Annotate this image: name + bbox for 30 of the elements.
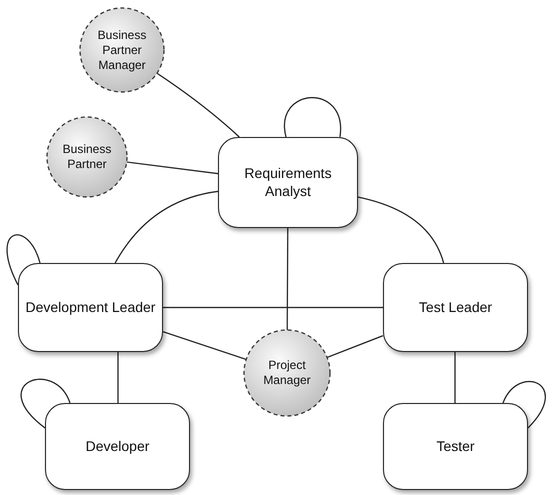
connector-line bbox=[162, 331, 246, 360]
role-label: Developer bbox=[84, 438, 150, 456]
role-label: Business Partner bbox=[62, 142, 112, 172]
connector-line bbox=[502, 381, 546, 428]
connector-line bbox=[358, 196, 444, 264]
role-box bbox=[18, 263, 163, 352]
connector-line bbox=[163, 306, 383, 308]
role-label: Development Leader bbox=[24, 298, 156, 316]
role-label: Project Manager bbox=[262, 358, 312, 388]
connector-line bbox=[326, 335, 384, 358]
role-box bbox=[383, 403, 528, 490]
role-circle bbox=[80, 8, 164, 92]
connector-line bbox=[284, 97, 341, 138]
role-box bbox=[383, 263, 528, 352]
connector-line bbox=[114, 190, 218, 264]
connector-line bbox=[117, 352, 119, 403]
connector-line bbox=[286, 228, 288, 330]
role-box bbox=[45, 403, 190, 490]
connector-line bbox=[126, 161, 218, 174]
connector-line bbox=[156, 72, 240, 138]
role-circle bbox=[244, 330, 330, 416]
role-label: Requirements Analyst bbox=[243, 165, 333, 200]
connector-line bbox=[20, 378, 71, 428]
role-label: Tester bbox=[435, 438, 476, 456]
role-label: Test Leader bbox=[418, 298, 494, 316]
role-label: Business Partner Manager bbox=[96, 28, 148, 72]
connector-line bbox=[6, 234, 41, 286]
connector-line bbox=[454, 352, 456, 403]
role-box bbox=[218, 137, 358, 228]
role-circle bbox=[47, 117, 127, 197]
